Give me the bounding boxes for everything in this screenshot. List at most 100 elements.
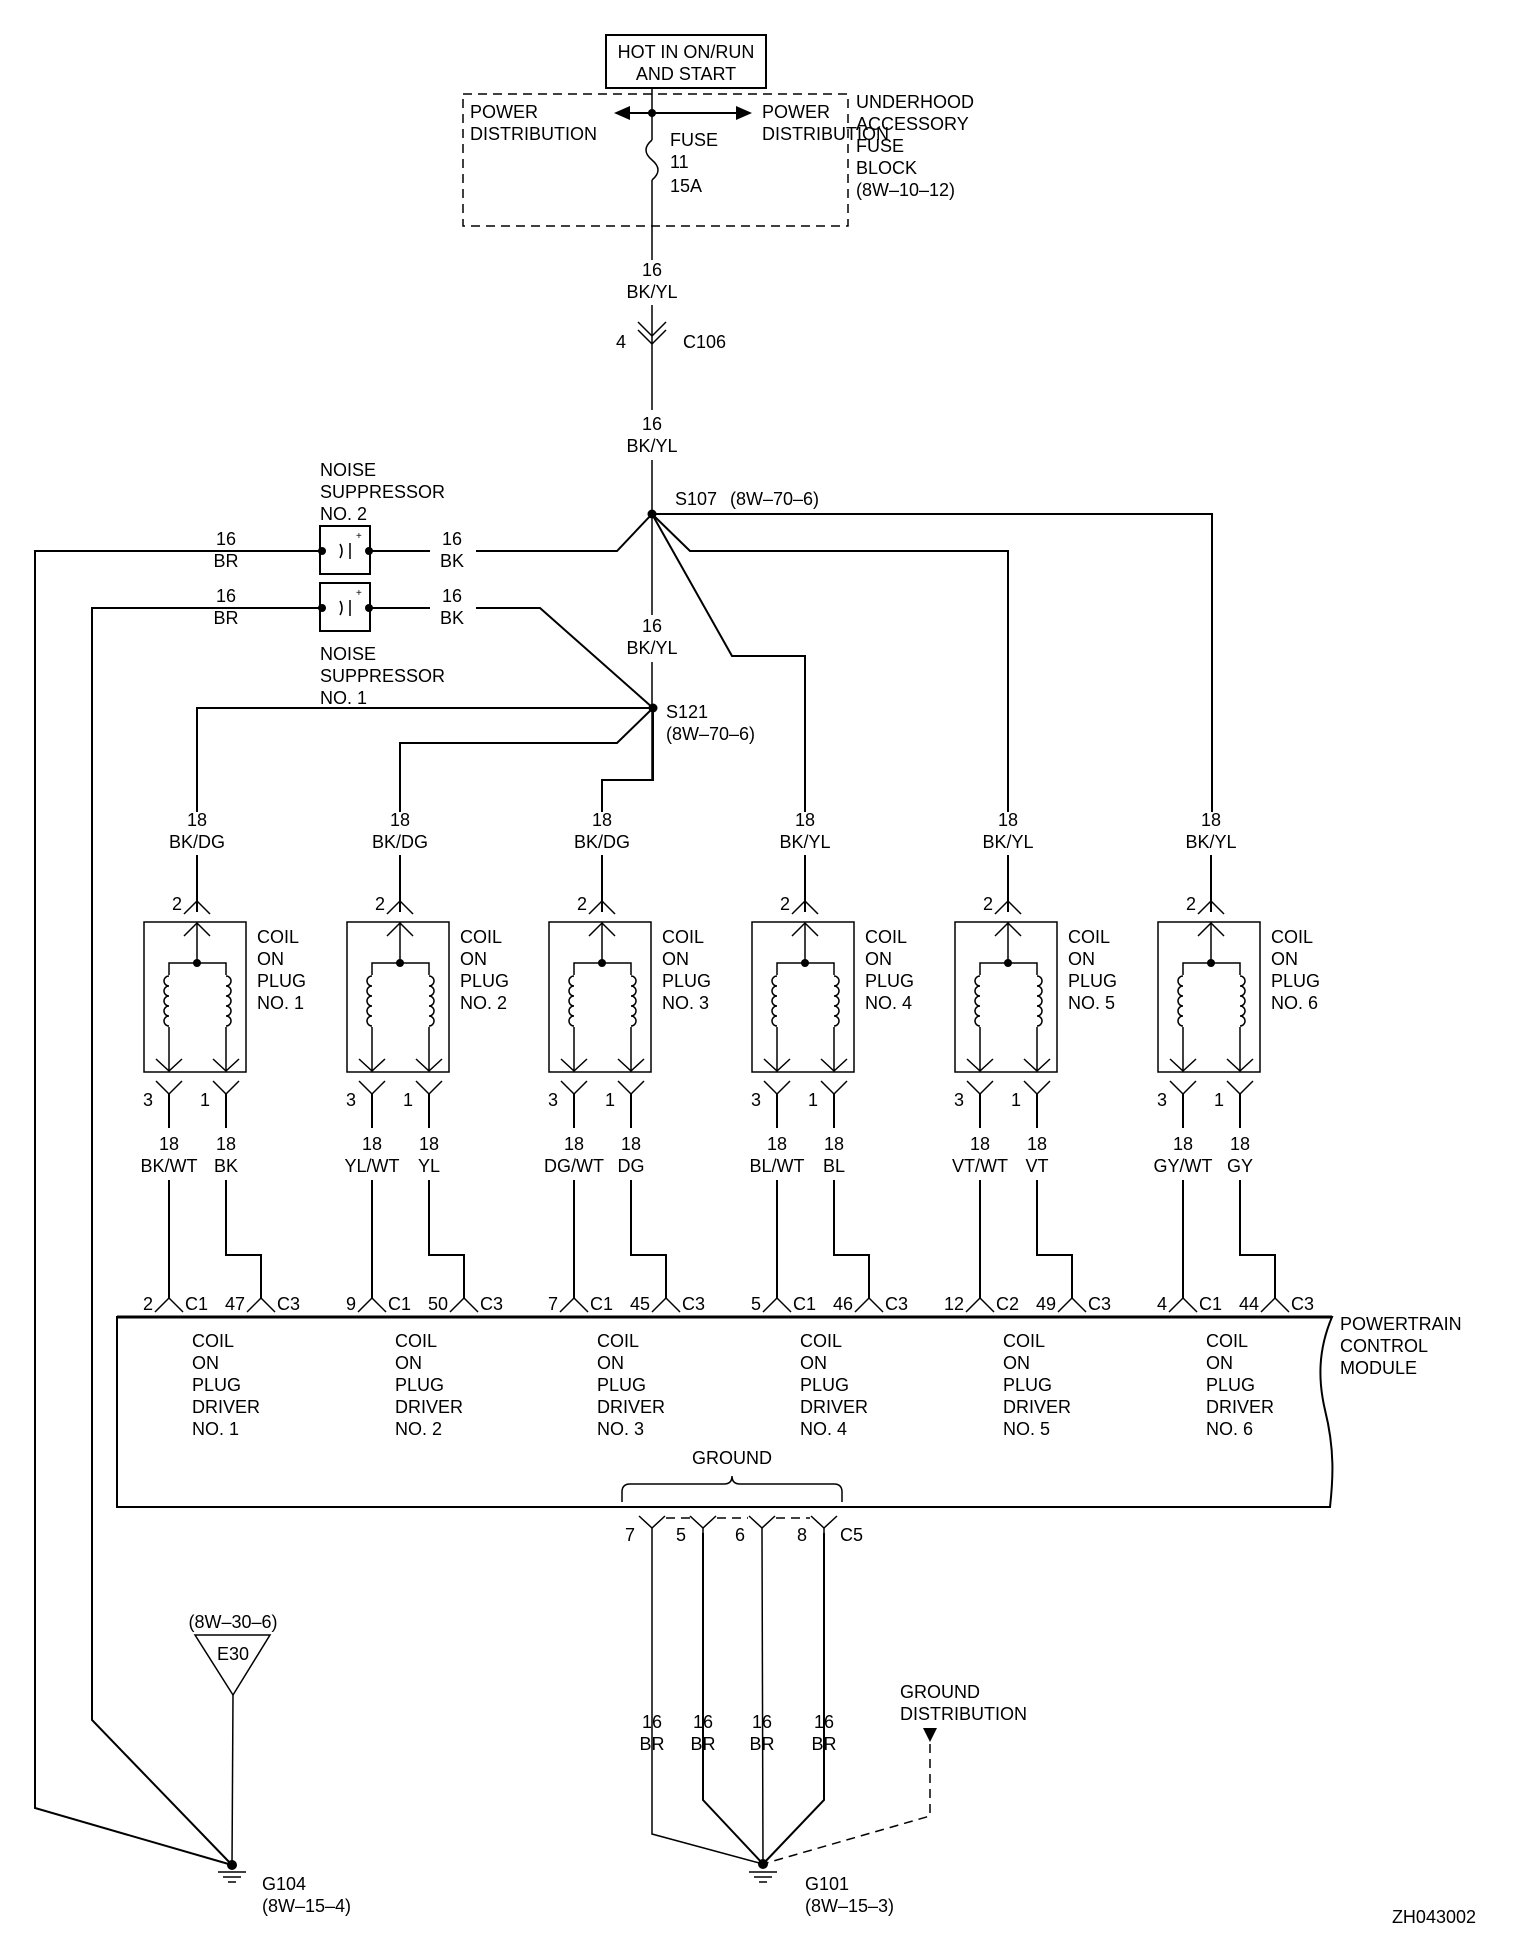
- driver-label: PLUG: [597, 1375, 646, 1395]
- splice-s107: S107 (8W–70–6): [647, 489, 819, 519]
- pcm-pin: 44: [1239, 1294, 1259, 1314]
- pcm-pin: 12: [944, 1294, 964, 1314]
- driver-label: NO. 3: [597, 1419, 644, 1439]
- ground-g101: G101 (8W–15–3): [651, 1532, 894, 1916]
- wire-s121-coil1: [196, 707, 653, 812]
- driver-label: ON: [597, 1353, 624, 1373]
- coil-name: PLUG: [1068, 971, 1117, 991]
- pcm-pin: 45: [630, 1294, 650, 1314]
- pin-number: 2: [375, 894, 385, 914]
- pin-number: 5: [676, 1525, 686, 1545]
- pin-number: 6: [735, 1525, 745, 1545]
- connector-pin-icon: [559, 1296, 589, 1313]
- wire-color: BK/YL: [982, 832, 1033, 852]
- driver-label: DRIVER: [395, 1397, 463, 1417]
- ground-label: GROUND: [692, 1448, 772, 1468]
- pcm-pin: 46: [833, 1294, 853, 1314]
- coil-name: NO. 6: [1271, 993, 1318, 1013]
- wire-suppressor1-s121: [476, 607, 654, 709]
- wire-gauge: 18: [419, 1134, 439, 1154]
- wire-color: YL/WT: [344, 1156, 399, 1176]
- capacitor-icon: [339, 543, 343, 559]
- wire-color: VT/WT: [952, 1156, 1008, 1176]
- driver-label: DRIVER: [1206, 1397, 1274, 1417]
- wire-color: GY: [1227, 1156, 1253, 1176]
- coil-name: ON: [662, 949, 689, 969]
- wire-s107-coil4: [651, 513, 806, 812]
- driver-label: DRIVER: [1003, 1397, 1071, 1417]
- driver-label: NO. 2: [395, 1419, 442, 1439]
- coil-winding-icon: [366, 975, 373, 1027]
- ground-g104: G104 (8W–15–4): [34, 550, 351, 1916]
- wire-gauge: 18: [187, 810, 207, 830]
- arrow-left-icon: [614, 106, 630, 120]
- ground-name: G104: [262, 1874, 306, 1894]
- hot-label-line1: HOT IN ON/RUN: [618, 42, 755, 62]
- wire-color: BK: [440, 551, 464, 571]
- pin-number: 3: [548, 1090, 558, 1110]
- pin-number: 3: [143, 1090, 153, 1110]
- wire-color: BK/YL: [626, 282, 677, 302]
- pcm-pin: 9: [346, 1294, 356, 1314]
- coil-name: COIL: [460, 927, 502, 947]
- driver-label: NO. 5: [1003, 1419, 1050, 1439]
- driver-label: DRIVER: [192, 1397, 260, 1417]
- connector-pin-icon: [386, 899, 414, 915]
- coil-name: PLUG: [865, 971, 914, 991]
- connector-pin-icon: [854, 1296, 884, 1313]
- wire-color: BK/YL: [626, 638, 677, 658]
- wire-gauge: 18: [621, 1134, 641, 1154]
- connector-pin-icon: [1057, 1296, 1087, 1313]
- coil-name: ON: [1068, 949, 1095, 969]
- pin-number: 3: [751, 1090, 761, 1110]
- wire-gauge: 18: [970, 1134, 990, 1154]
- connector-pin-icon: [762, 1296, 792, 1313]
- driver-label: NO. 4: [800, 1419, 847, 1439]
- coil-name: ON: [257, 949, 284, 969]
- pcm-connector: C3: [1291, 1294, 1314, 1314]
- wire-color: GY/WT: [1154, 1156, 1213, 1176]
- pin-number: 1: [403, 1090, 413, 1110]
- coil-name: COIL: [1271, 927, 1313, 947]
- coil-name: NO. 5: [1068, 993, 1115, 1013]
- connector-pin-icon: [810, 1515, 838, 1530]
- driver-label: NO. 1: [192, 1419, 239, 1439]
- hot-label-line2: AND START: [636, 64, 736, 84]
- pcm-pin: 49: [1036, 1294, 1056, 1314]
- connector-pin-icon: [994, 899, 1022, 915]
- connector-c106: 4 C106: [616, 321, 726, 352]
- right-distribution-label: DISTRIBUTION: [762, 124, 889, 144]
- wire-gauge: 18: [1201, 810, 1221, 830]
- underhood-fuse-block: POWER DISTRIBUTION POWER DISTRIBUTION FU…: [462, 88, 974, 260]
- connector-pin-icon: [651, 1296, 681, 1313]
- connector-pin-icon: [1168, 1296, 1198, 1313]
- coil-name: PLUG: [257, 971, 306, 991]
- connector-pin-icon: [449, 1296, 479, 1313]
- wire-gauge: 18: [1027, 1134, 1047, 1154]
- coil-name: PLUG: [460, 971, 509, 991]
- wire-gauge: 18: [592, 810, 612, 830]
- wire-color: BL: [823, 1156, 845, 1176]
- splice-ref: (8W–70–6): [666, 724, 755, 744]
- wire-gauge: 18: [795, 810, 815, 830]
- left-distribution-label: DISTRIBUTION: [470, 124, 597, 144]
- splice-name: S107: [675, 489, 717, 509]
- pcm-connector: C3: [1088, 1294, 1111, 1314]
- pin-number: 8: [797, 1525, 807, 1545]
- wire-s121-coil2: [399, 707, 654, 812]
- wire-color: YL: [418, 1156, 440, 1176]
- ground-ref: (8W–15–3): [805, 1896, 894, 1916]
- ground-distribution-label: GROUND: [900, 1682, 980, 1702]
- capacitor-icon: [339, 600, 343, 616]
- connector-pin-icon: [246, 1296, 276, 1313]
- left-power-label: POWER: [470, 102, 538, 122]
- wire-color: BK/DG: [574, 832, 630, 852]
- pin-number: 3: [1157, 1090, 1167, 1110]
- pin-number: 1: [808, 1090, 818, 1110]
- driver-label: COIL: [192, 1331, 234, 1351]
